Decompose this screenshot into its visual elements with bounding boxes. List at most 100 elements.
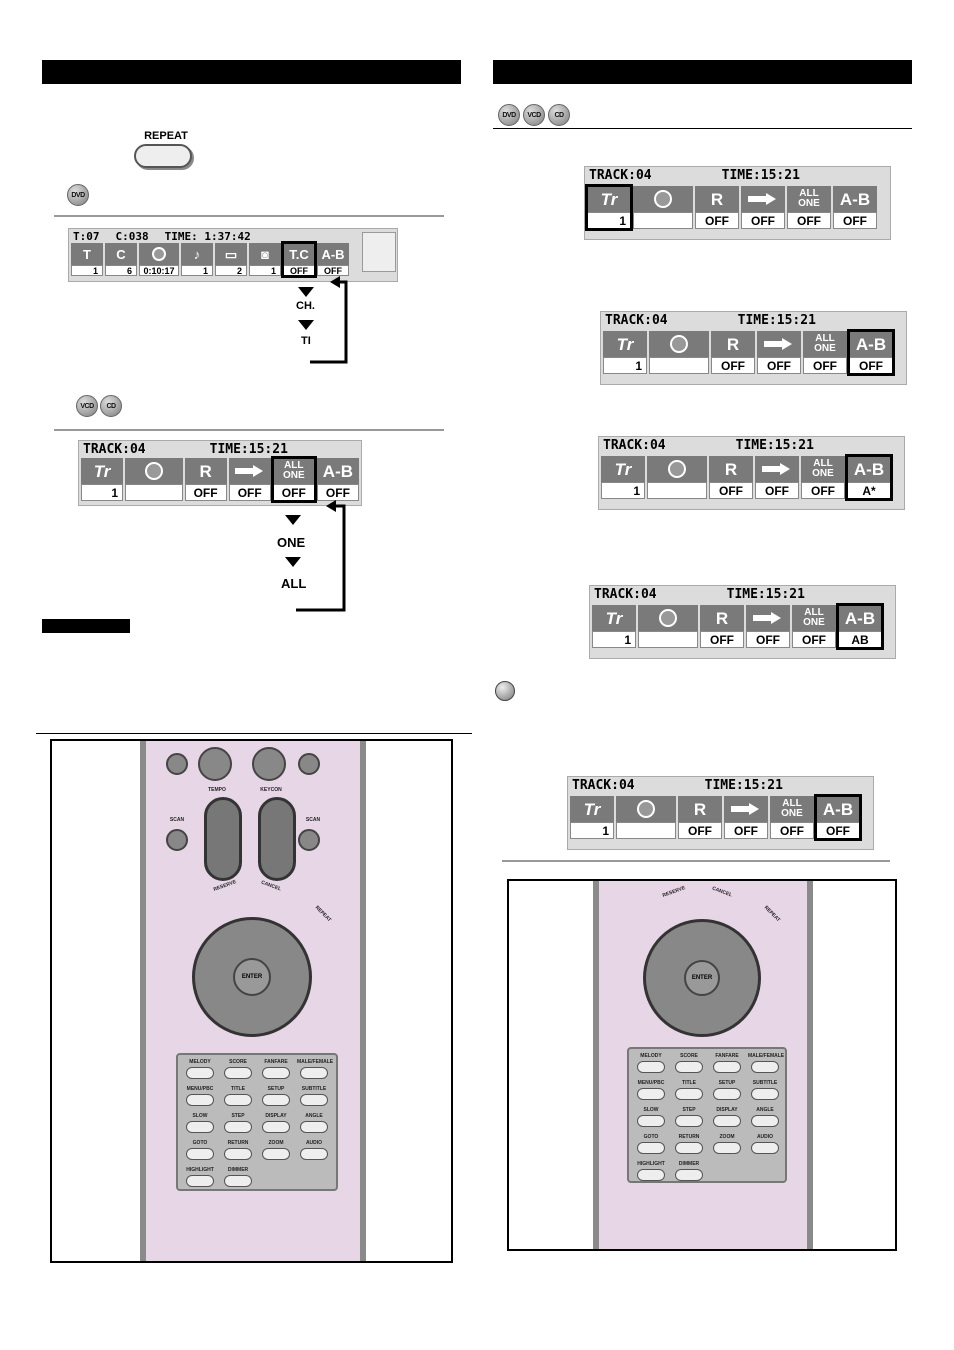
flow-all: ALL	[281, 576, 307, 591]
clock-icon	[638, 605, 698, 631]
keypad-button	[713, 1088, 741, 1100]
osd-value: 1	[81, 484, 124, 501]
keypad-button	[675, 1061, 703, 1073]
right-divider-2	[502, 860, 890, 862]
audio-icon: ♪	[181, 243, 213, 265]
osd-value	[638, 631, 698, 648]
track-icon: Tr	[603, 331, 647, 357]
osd-value: OFF	[272, 484, 315, 501]
flow-one: ONE	[277, 535, 306, 550]
keypad-label: AUDIO	[756, 1134, 774, 1140]
osd-value: OFF	[787, 212, 831, 229]
repeat-label: REPEAT	[313, 904, 333, 924]
cd-badge: CD	[100, 395, 122, 417]
arrow-down-icon	[298, 320, 314, 330]
osd-cell: OFF	[757, 331, 801, 374]
ab-icon: A-B	[847, 456, 891, 482]
repeat-allone-icon: ALL ONE	[272, 458, 315, 484]
ab-icon: A-B	[316, 458, 359, 484]
osd-cell	[616, 796, 676, 839]
keypad-label: ZOOM	[268, 1140, 284, 1146]
osd-value: OFF	[757, 357, 801, 374]
arrow-down-icon	[285, 557, 301, 567]
repeat-button-illustration: REPEAT	[134, 130, 198, 168]
osd-cell: OFF	[746, 605, 790, 648]
keypad-label: DIMMER	[227, 1167, 249, 1173]
keypad-label: FANFARE	[264, 1059, 288, 1065]
osd-value	[633, 212, 693, 229]
osd-value: OFF	[709, 482, 753, 499]
osd-value: 2	[215, 265, 247, 276]
keypad-button	[675, 1088, 703, 1100]
keypad-button	[751, 1088, 779, 1100]
keypad-button	[224, 1094, 252, 1106]
stop-icon	[198, 747, 232, 781]
allone-top: ALL	[804, 607, 824, 618]
allone-top: ALL	[815, 333, 835, 344]
keypad-button	[186, 1148, 214, 1160]
allone-bottom: ONE	[803, 617, 825, 628]
osd-value: A*	[847, 482, 891, 499]
keypad-label: STEP	[682, 1107, 696, 1113]
osd-time: TIME:15:21	[735, 438, 814, 453]
osd-time: TIME:15:21	[726, 587, 805, 602]
allone-top: ALL	[813, 458, 833, 469]
play-pause-icon	[252, 747, 286, 781]
repeat-label: REPEAT	[762, 904, 782, 924]
tempo-label: TEMPO	[208, 787, 226, 793]
osd-cell: OFF	[741, 186, 785, 229]
title-icon: T	[71, 243, 103, 265]
keypad-button	[186, 1067, 214, 1079]
flow-ti: TI	[301, 335, 311, 347]
osd-value: 1	[249, 265, 281, 276]
keypad-label: SUBTITLE	[752, 1080, 778, 1086]
keypad-button	[713, 1115, 741, 1127]
random-icon: R	[711, 331, 755, 357]
ab-icon: A-B	[838, 605, 882, 631]
osd-value: OFF	[801, 482, 845, 499]
allone-bottom: ONE	[812, 468, 834, 479]
keypad-label: GOTO	[192, 1140, 208, 1146]
right-section-header-bar	[493, 60, 912, 84]
keypad-button	[262, 1094, 290, 1106]
keypad-label: MALE/FEMALE	[297, 1059, 334, 1065]
remote-illustration-left: TEMPO KEYCON SCAN SCAN RESERVE CANCEL RE…	[50, 739, 453, 1263]
allone-bottom: ONE	[798, 198, 820, 209]
keypad-label: AUDIO	[305, 1140, 323, 1146]
keypad-label: ZOOM	[719, 1134, 735, 1140]
clock-icon	[139, 243, 179, 265]
track-icon: Tr	[601, 456, 645, 482]
osd-value: OFF	[833, 212, 877, 229]
program-arrow-icon	[746, 605, 790, 631]
osd-cell	[649, 331, 709, 374]
keypad-label: STEP	[231, 1113, 245, 1119]
chapter-icon: C	[105, 243, 137, 265]
osd-time: TIME:15:21	[737, 313, 816, 328]
left-divider-2	[54, 429, 444, 431]
flow-return-arrow	[296, 500, 346, 612]
enter-button: ENTER	[684, 960, 720, 996]
dvd-osd-title: T:07	[73, 230, 100, 243]
osd-value	[647, 482, 707, 499]
ab-icon: A-B	[849, 331, 893, 357]
keypad-button	[262, 1148, 290, 1160]
dvd-osd-time: TIME: 1:37:42	[164, 230, 251, 243]
keypad-label: SETUP	[718, 1080, 736, 1086]
program-arrow-icon	[741, 186, 785, 212]
keypad-label: SETUP	[267, 1086, 285, 1092]
enter-button: ENTER	[233, 958, 271, 996]
keypad-button	[675, 1142, 703, 1154]
